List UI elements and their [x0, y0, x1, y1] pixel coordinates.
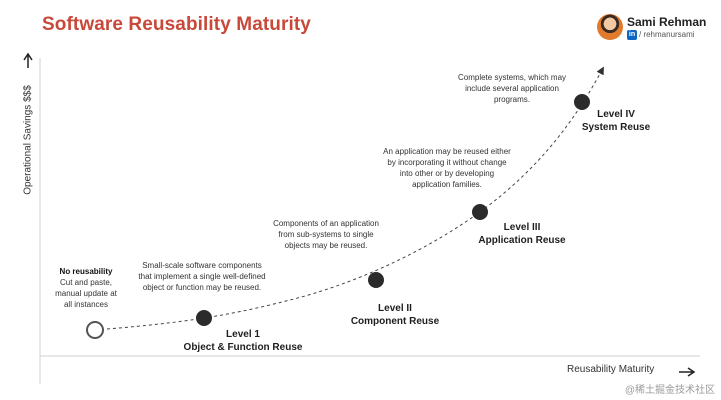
stage-label-level-3: Level III Application Reuse [462, 221, 582, 247]
stage-title: No reusability [59, 267, 113, 276]
maturity-curve [94, 66, 604, 331]
level-label: Level 1 [226, 329, 260, 340]
level-name: Component Reuse [350, 316, 440, 327]
y-axis-arrow [23, 52, 33, 68]
avatar [597, 14, 623, 40]
stage-point-level-2 [368, 272, 384, 288]
stage-description-no-reuse: No reusability Cut and paste, manual upd… [50, 266, 122, 310]
stage-point-level-4 [574, 94, 590, 110]
author-name: Sami Rehman [627, 15, 707, 29]
stage-label-level-1: Level 1 Object & Function Reuse [160, 328, 326, 354]
stage-description-level-1: Small-scale software components that imp… [138, 261, 266, 292]
page-title: Software Reusability Maturity [42, 14, 311, 35]
stage-description-level-3: An application may be reused either by i… [383, 147, 511, 189]
x-axis-label: Reusability Maturity [567, 364, 655, 375]
stage-point-level-3 [472, 204, 488, 220]
level-label: Level II [378, 303, 412, 314]
stage-description-level-2: Components of an application from sub-sy… [273, 219, 379, 250]
stage-description-level-4: Complete systems, which may include seve… [457, 73, 567, 104]
level-name: Application Reuse [478, 235, 566, 246]
stage-label-level-2: Level II Component Reuse [330, 302, 460, 328]
author-handle: / rehmanursami [639, 30, 695, 39]
linkedin-icon: in [627, 30, 637, 40]
stage-description: Cut and paste, manual update at all inst… [55, 278, 117, 309]
stage-label-level-4: Level IV System Reuse [568, 108, 664, 134]
watermark: @稀土掘金技术社区 [624, 385, 715, 396]
level-label: Level III [503, 222, 541, 233]
x-axis-arrow [679, 367, 696, 377]
y-axis-label: Operational Savings $$$ [22, 85, 34, 195]
author-card: Sami Rehman in / rehmanursami [597, 14, 717, 42]
level-label: Level IV [597, 109, 635, 120]
stage-point-no-reuse [86, 321, 104, 339]
level-name: System Reuse [581, 122, 651, 133]
level-name: Object & Function Reuse [183, 342, 303, 353]
stage-point-level-1 [196, 310, 212, 326]
